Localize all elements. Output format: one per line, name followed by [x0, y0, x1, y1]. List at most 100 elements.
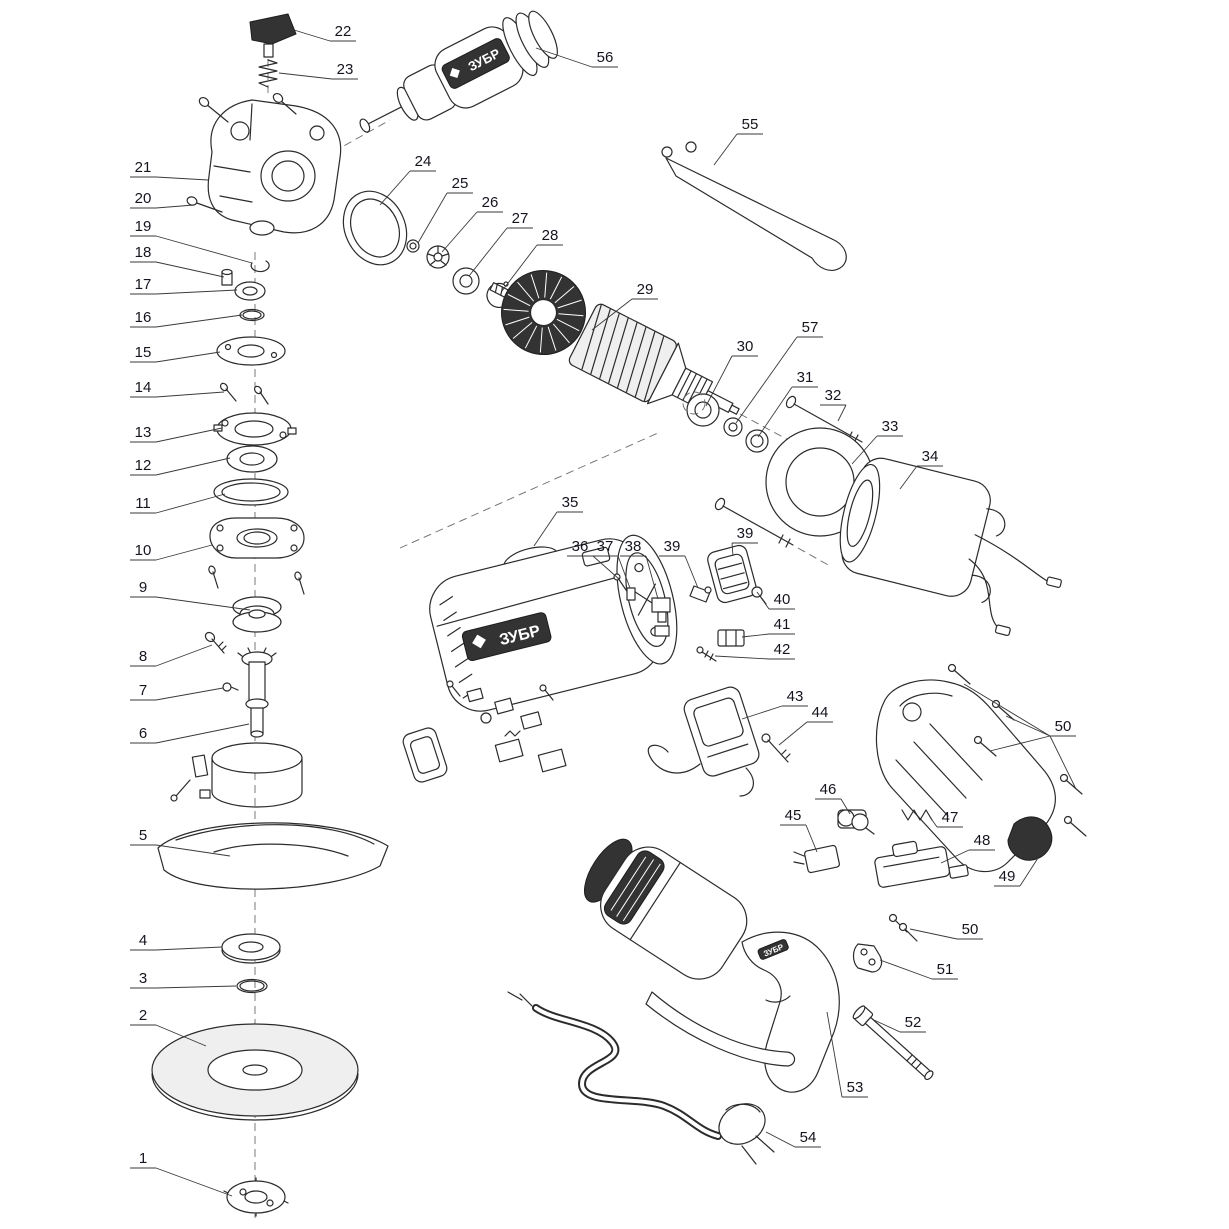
callout-number: 36 [572, 538, 589, 555]
callout-13: 13 [130, 424, 223, 443]
part-handle-bolt-52 [852, 1005, 934, 1081]
callout-number: 17 [135, 276, 152, 293]
callout-number: 21 [135, 159, 152, 176]
callout-number: 1 [139, 1150, 147, 1167]
callout-7: 7 [130, 682, 224, 701]
callout-50: 50 [963, 683, 1077, 790]
callout-4: 4 [130, 932, 223, 951]
callout-35: 35 [533, 494, 583, 547]
callout-16: 16 [130, 309, 243, 328]
callout-number: 16 [135, 309, 152, 326]
part-spindle-bearing-9 [232, 596, 282, 633]
part-bearing-flange-10 [208, 517, 305, 595]
callout-3: 3 [130, 970, 237, 989]
part-lock-lever-46 [837, 809, 875, 835]
callout-number: 47 [942, 809, 959, 826]
callout-number: 39 [737, 525, 754, 542]
callout-number: 30 [737, 338, 754, 355]
part-plate-37 [626, 587, 636, 601]
switch-wires [647, 744, 755, 797]
part-o-ring-3 [236, 978, 268, 994]
callout-number: 37 [597, 538, 614, 555]
callout-45: 45 [780, 807, 818, 853]
callout-36: 36 [567, 538, 620, 580]
callout-number: 27 [512, 210, 529, 227]
callout-number: 11 [135, 495, 151, 512]
callout-9: 9 [130, 579, 251, 611]
part-rear-handle-half-49 [875, 679, 1056, 873]
part-retaining-clip [250, 260, 270, 273]
callout-number: 6 [139, 725, 147, 742]
callout-19: 19 [130, 218, 253, 264]
callout-number: 50 [1055, 718, 1072, 735]
callout-number: 18 [135, 244, 152, 261]
callout-51: 51 [879, 959, 958, 980]
callout-number: 43 [787, 688, 804, 705]
callout-38: 38 [620, 538, 659, 600]
part-power-cord-54 [507, 991, 775, 1165]
callout-number: 45 [785, 807, 802, 824]
callout-number: 33 [882, 418, 899, 435]
callout-number: 19 [135, 218, 152, 235]
callout-5: 5 [130, 827, 231, 857]
part-ring-11 [213, 478, 289, 506]
callout-number: 46 [820, 781, 837, 798]
part-lever-39 [689, 585, 712, 603]
callout-57: 57 [735, 319, 823, 424]
callout-2: 2 [130, 1007, 207, 1047]
callout-15: 15 [130, 344, 221, 363]
part-bracket-51 [852, 943, 883, 973]
callout-number: 9 [139, 579, 147, 596]
callout-number: 51 [937, 961, 954, 978]
callout-55: 55 [713, 116, 763, 166]
callout-23: 23 [278, 61, 358, 80]
callout-number: 56 [597, 49, 614, 66]
part-terminal-block-41 [717, 629, 745, 647]
part-key-pin-7 [222, 682, 239, 692]
callout-number: 13 [135, 424, 152, 441]
callout-number: 5 [139, 827, 147, 844]
callout-number: 52 [905, 1014, 922, 1031]
callout-21: 21 [130, 159, 209, 181]
part-assembled-body-53: ЗУБР [584, 838, 840, 1093]
callout-39: 39 [731, 525, 758, 557]
callout-number: 15 [135, 344, 152, 361]
callout-number: 55 [742, 116, 759, 133]
callout-50: 50 [909, 921, 983, 940]
callout-number: 57 [802, 319, 819, 336]
callout-44: 44 [778, 704, 833, 746]
part-gear-housing [207, 99, 342, 236]
callout-number: 31 [797, 369, 814, 386]
part-seal-ring-24 [342, 190, 408, 266]
part-spring [258, 59, 278, 88]
part-bearing-27 [452, 267, 480, 295]
callout-number: 3 [139, 970, 147, 987]
callout-number: 2 [139, 1007, 147, 1024]
callout-number: 10 [135, 542, 152, 559]
callout-29: 29 [591, 281, 658, 331]
callout-number: 29 [637, 281, 654, 298]
callout-49: 49 [994, 857, 1039, 887]
callout-number: 22 [335, 23, 352, 40]
part-bearing-30 [682, 391, 720, 427]
callout-number: 35 [562, 494, 579, 511]
part-pin-sleeve [221, 268, 233, 286]
callout-14: 14 [130, 379, 225, 398]
part-bracket-38 [651, 597, 671, 637]
part-washer-57 [723, 417, 743, 437]
part-pin-wrench [661, 141, 847, 271]
brand-logo-icon [472, 634, 486, 649]
gear-housing-screws [186, 92, 297, 213]
callout-number: 39 [664, 538, 681, 555]
part-gasket-plate-13 [213, 412, 297, 446]
callout-24: 24 [379, 153, 436, 206]
callout-56: 56 [535, 47, 618, 68]
callout-17: 17 [130, 276, 238, 295]
callout-53: 53 [826, 1011, 868, 1098]
part-clamp-flange-1 [223, 1177, 289, 1217]
callout-number: 53 [847, 1079, 864, 1096]
callout-number: 48 [974, 832, 991, 849]
callout-number: 8 [139, 648, 147, 665]
